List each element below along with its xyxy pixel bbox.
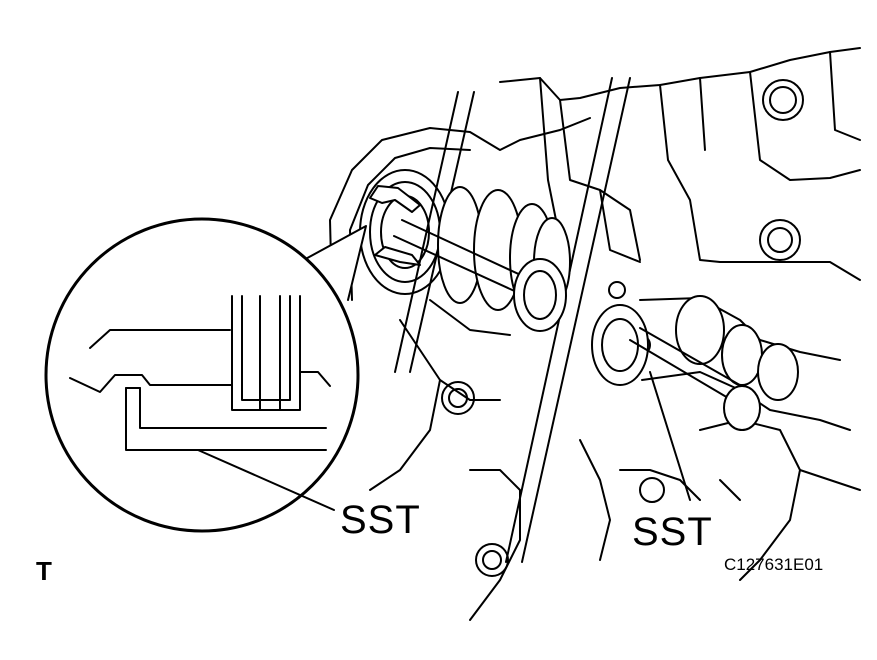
leader-lines bbox=[197, 371, 691, 511]
orientation-mark: T bbox=[36, 556, 52, 586]
sliding-hammer-tool bbox=[591, 295, 851, 431]
seal-puller-tool bbox=[369, 185, 571, 332]
housing-bolt-bosses bbox=[441, 79, 804, 577]
sst-callout-label-detail: SST bbox=[340, 498, 421, 542]
transmission-housing bbox=[329, 47, 861, 621]
sst-callout-label-hammer: SST bbox=[632, 510, 713, 554]
detail-callout bbox=[44, 217, 367, 533]
parallel-guide-lines bbox=[394, 77, 631, 563]
figure-id: C127631E01 bbox=[724, 555, 824, 574]
oil-seal-bore bbox=[359, 169, 451, 295]
